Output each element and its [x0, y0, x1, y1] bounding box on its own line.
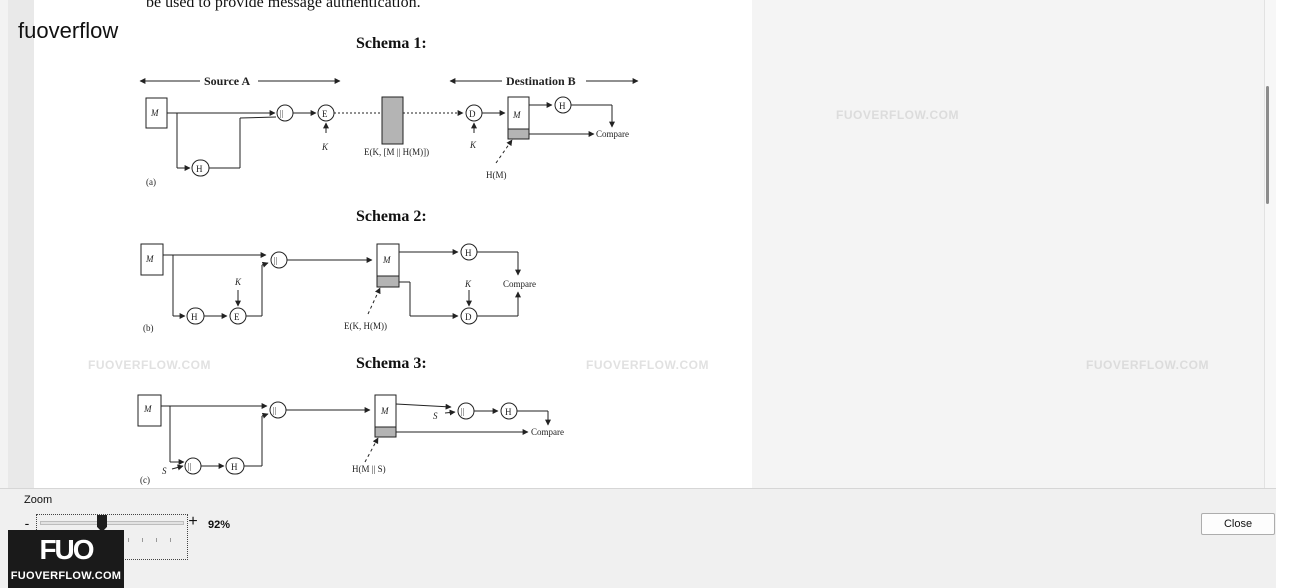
- zoom-plus-label: +: [188, 513, 198, 530]
- watermark: FUOVERFLOW.COM: [1086, 358, 1209, 372]
- label-concat-c2: ||: [273, 406, 276, 415]
- label-destination: Destination B: [506, 74, 576, 88]
- label-compare-b: Compare: [503, 279, 536, 289]
- label-d-b: D: [465, 312, 472, 322]
- label-m-dest-b: M: [382, 255, 391, 265]
- label-k-b1: K: [234, 277, 242, 287]
- label-m-dest-c: M: [380, 406, 389, 416]
- hash-field-c: [374, 426, 397, 438]
- zoom-slider-thumb[interactable]: [97, 515, 107, 532]
- label-m-c: M: [143, 404, 152, 414]
- label-tag-c: (c): [140, 475, 150, 485]
- label-m-a: M: [150, 108, 159, 118]
- ciphertext-block-a: [381, 96, 404, 145]
- hash-field-a: [507, 128, 530, 140]
- label-h-dest-a: H: [559, 101, 566, 111]
- hash-node-a: [191, 159, 210, 177]
- label-k-a2: K: [469, 140, 477, 150]
- watermark: FUOVERFLOW.COM: [836, 108, 959, 122]
- zoom-value: 92%: [208, 519, 231, 531]
- label-hms-c: H(M || S): [352, 464, 386, 474]
- label-tag-a: (a): [146, 177, 156, 187]
- zoom-tick: [142, 538, 143, 542]
- diagram-c-labels: M S || H || M S || H Compare H(M || S) (…: [140, 404, 564, 485]
- label-compare-c: Compare: [531, 427, 564, 437]
- bottom-toolbar: [0, 489, 1276, 588]
- label-m-dest-a: M: [512, 110, 521, 120]
- label-enc-b: E(K, H(M)): [344, 321, 387, 331]
- label-concat-b: ||: [274, 256, 277, 265]
- label-h-c: H: [231, 462, 238, 472]
- diagram-b-labels: M H E K || M H K D Compare E(K, H(M)) (b…: [143, 248, 536, 333]
- label-h-a: H: [196, 164, 203, 174]
- message-box-b: [140, 243, 164, 276]
- schema-3-title: Schema 3:: [356, 355, 427, 372]
- zoom-tick: [156, 538, 157, 542]
- label-k-a1: K: [321, 142, 329, 152]
- diagram-b: [140, 243, 521, 325]
- label-s-c1: S: [162, 466, 167, 476]
- label-m-b: M: [145, 254, 154, 264]
- document-top-line: be used to provide message authenticatio…: [146, 0, 421, 11]
- brand-label: fuoverflow: [18, 18, 119, 43]
- label-e-a: E: [322, 109, 328, 119]
- label-source: Source A: [204, 74, 250, 88]
- window-edge: [1276, 0, 1296, 588]
- close-button[interactable]: Close: [1201, 513, 1275, 535]
- label-s-c2: S: [433, 411, 438, 421]
- label-tag-b: (b): [143, 323, 154, 333]
- schema-1-title: Schema 1:: [356, 35, 427, 52]
- left-gutter: [8, 0, 35, 488]
- fuoverflow-logo: [8, 530, 124, 588]
- schema-2-title: Schema 2:: [356, 208, 427, 225]
- zoom-tick: [170, 538, 171, 542]
- zoom-slider-track[interactable]: [40, 521, 184, 525]
- enc-hash-field-b: [376, 275, 400, 288]
- label-h-b: H: [191, 312, 198, 322]
- schema-diagrams: Source A Destination B M H || E K E(K, […: [137, 74, 639, 485]
- zoom-tick: [128, 538, 129, 542]
- label-concat-c1: ||: [188, 462, 191, 471]
- diagram-a: [139, 78, 639, 177]
- diagram-a-labels: Source A Destination B M H || E K E(K, […: [146, 74, 629, 187]
- fuoverflow-logo-text: FUOVERFLOW.COM: [10, 570, 122, 582]
- watermark: FUOVERFLOW.COM: [586, 358, 709, 372]
- label-k-b2: K: [464, 279, 472, 289]
- diagram-c: [137, 394, 551, 475]
- fuoverflow-logo-mark: FUO: [39, 534, 94, 565]
- label-h-dest-b: H: [465, 248, 472, 258]
- zoom-label: Zoom: [24, 494, 53, 506]
- zoom-minus-label: -: [24, 515, 30, 531]
- watermark: FUOVERFLOW.COM: [88, 358, 211, 372]
- label-compare-a: Compare: [596, 129, 629, 139]
- viewer-background: [752, 0, 1264, 488]
- label-hm-a: H(M): [486, 170, 507, 180]
- label-enc-a: E(K, [M || H(M)]): [364, 147, 429, 157]
- message-box-c: [137, 394, 162, 427]
- label-concat-dest-c: ||: [461, 407, 464, 416]
- label-concat-a: ||: [280, 109, 283, 118]
- label-h-dest-c: H: [505, 407, 512, 417]
- vertical-scrollbar-thumb[interactable]: [1266, 86, 1269, 204]
- label-e-b: E: [234, 312, 240, 322]
- label-d-a: D: [469, 109, 476, 119]
